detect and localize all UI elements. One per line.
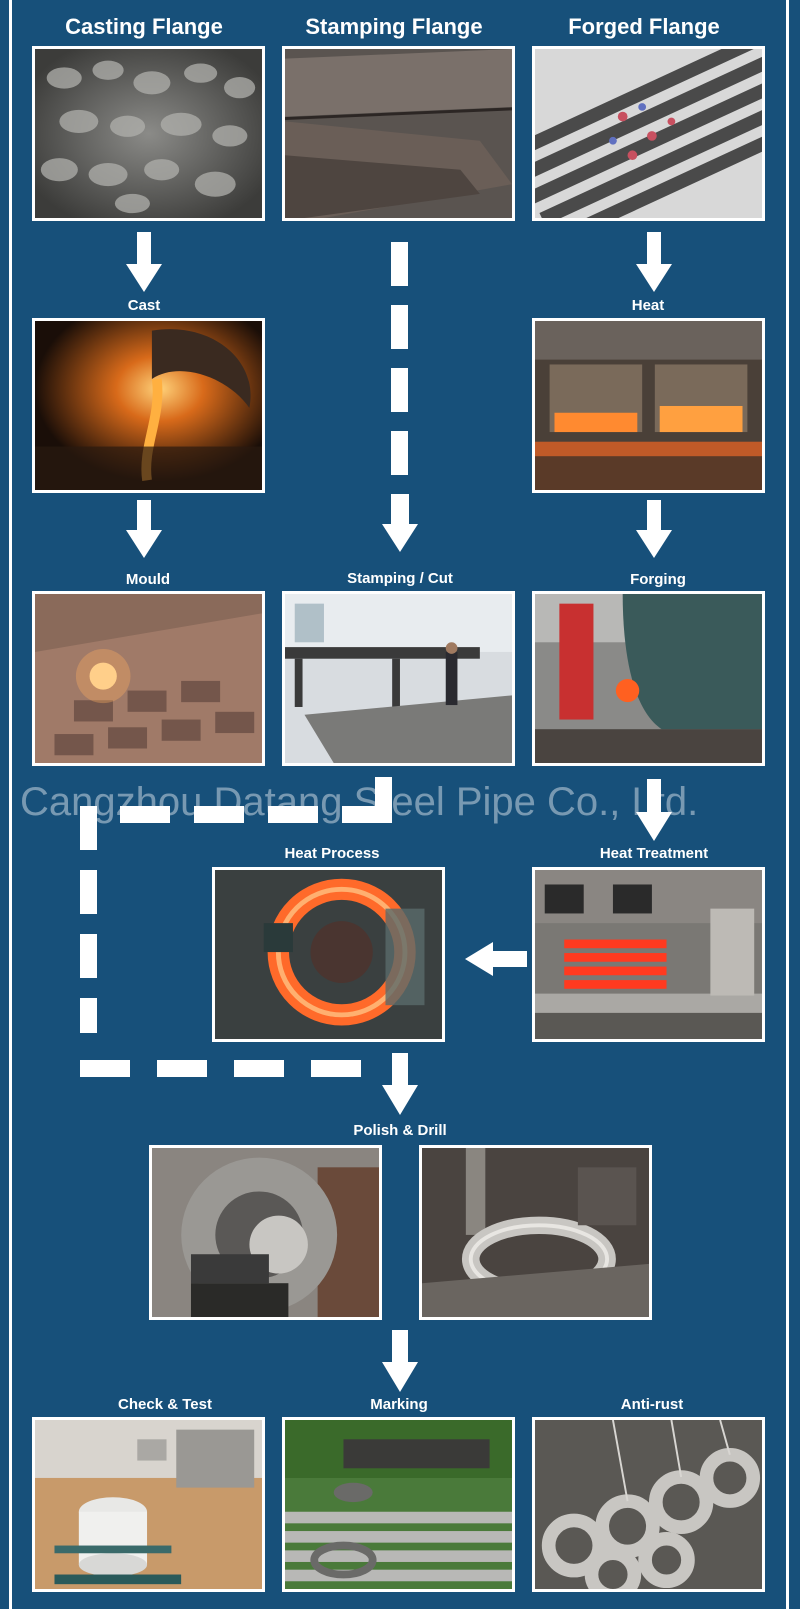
label-cast: Cast [127, 297, 161, 314]
label-check-test: Check & Test [118, 1396, 212, 1413]
dashed-path-segment [80, 934, 97, 978]
dashed-path-segment [268, 806, 318, 823]
photo-heat-treatment [532, 867, 765, 1042]
arrow-down-icon [382, 1053, 418, 1115]
photo-forging-press [532, 591, 765, 766]
dashed-path-segment [391, 305, 408, 349]
label-marking: Marking [370, 1396, 428, 1413]
photo-polish-lathe [149, 1145, 382, 1320]
photo-casting-blanks [32, 46, 265, 221]
dashed-path-segment [342, 806, 392, 823]
arrow-left-icon [465, 942, 527, 976]
arrow-down-icon [382, 1330, 418, 1392]
dashed-path-segment [80, 1060, 130, 1077]
arrow-down-icon [636, 500, 672, 558]
left-border [9, 0, 12, 1609]
header-stamping-flange: Stamping Flange [305, 14, 483, 39]
arrow-down-icon [382, 494, 418, 552]
arrow-down-icon [636, 232, 672, 292]
dashed-path-segment [157, 1060, 207, 1077]
arrow-down-icon [126, 232, 162, 292]
right-border [786, 0, 789, 1609]
label-polish-drill: Polish & Drill [353, 1122, 447, 1139]
dashed-path-segment [391, 431, 408, 475]
photo-mould [32, 591, 265, 766]
dashed-path-segment [311, 1060, 361, 1077]
label-heat: Heat [631, 297, 665, 314]
photo-check-test [32, 1417, 265, 1592]
photo-drill [419, 1145, 652, 1320]
photo-casting-pour [32, 318, 265, 493]
dashed-path-segment [80, 806, 97, 850]
label-heat-treatment: Heat Treatment [599, 845, 709, 862]
photo-anti-rust [532, 1417, 765, 1592]
dashed-path-segment [391, 368, 408, 412]
arrow-down-icon [126, 500, 162, 558]
dashed-path-segment [194, 806, 244, 823]
dashed-path-segment [391, 242, 408, 286]
dashed-path-segment [120, 806, 170, 823]
photo-stamping-cut [282, 591, 515, 766]
label-mould: Mould [125, 571, 171, 588]
label-heat-process: Heat Process [284, 845, 380, 862]
photo-heating-furnace [532, 318, 765, 493]
header-forged-flange: Forged Flange [568, 14, 720, 39]
dashed-path-segment [234, 1060, 284, 1077]
label-stamping-cut: Stamping / Cut [347, 570, 453, 587]
header-casting-flange: Casting Flange [65, 14, 223, 39]
label-forging: Forging [630, 571, 686, 588]
photo-marking [282, 1417, 515, 1592]
photo-heat-process [212, 867, 445, 1042]
photo-steel-bars [532, 46, 765, 221]
photo-steel-plates [282, 46, 515, 221]
arrow-down-icon [636, 779, 672, 841]
dashed-path-segment [80, 870, 97, 914]
dashed-path-segment [80, 998, 97, 1033]
label-anti-rust: Anti-rust [620, 1396, 684, 1413]
